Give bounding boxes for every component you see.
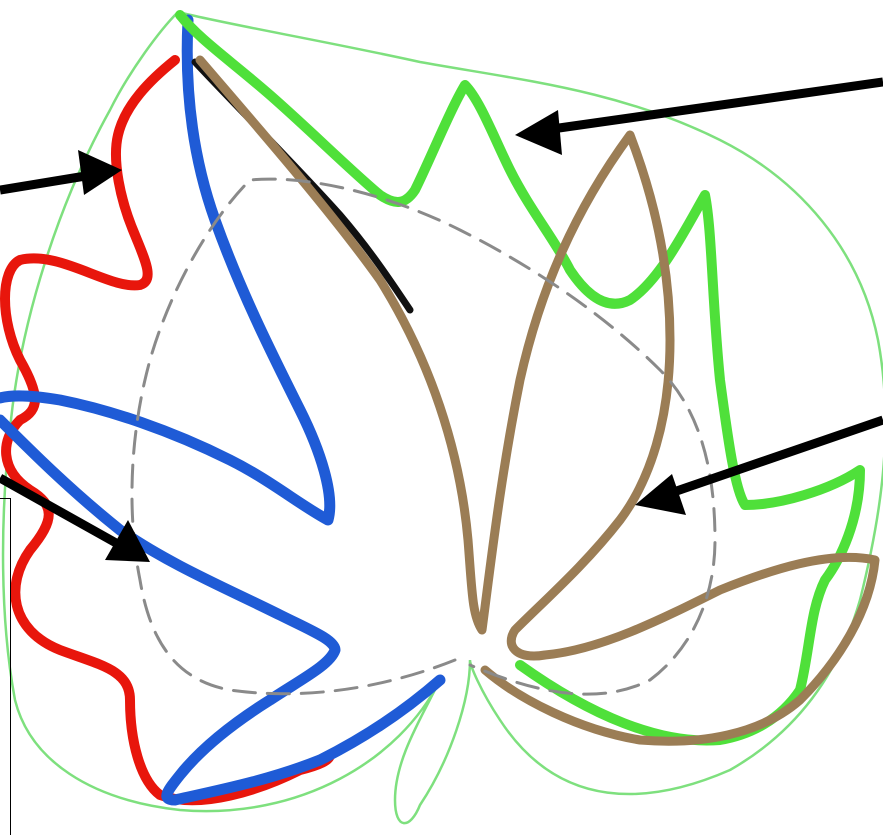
arrow-to-green-outline-head	[515, 110, 562, 155]
label-box-frame	[0, 498, 11, 835]
dashed-leaf-outline	[132, 179, 715, 694]
arrow-to-green-outline	[545, 82, 883, 130]
